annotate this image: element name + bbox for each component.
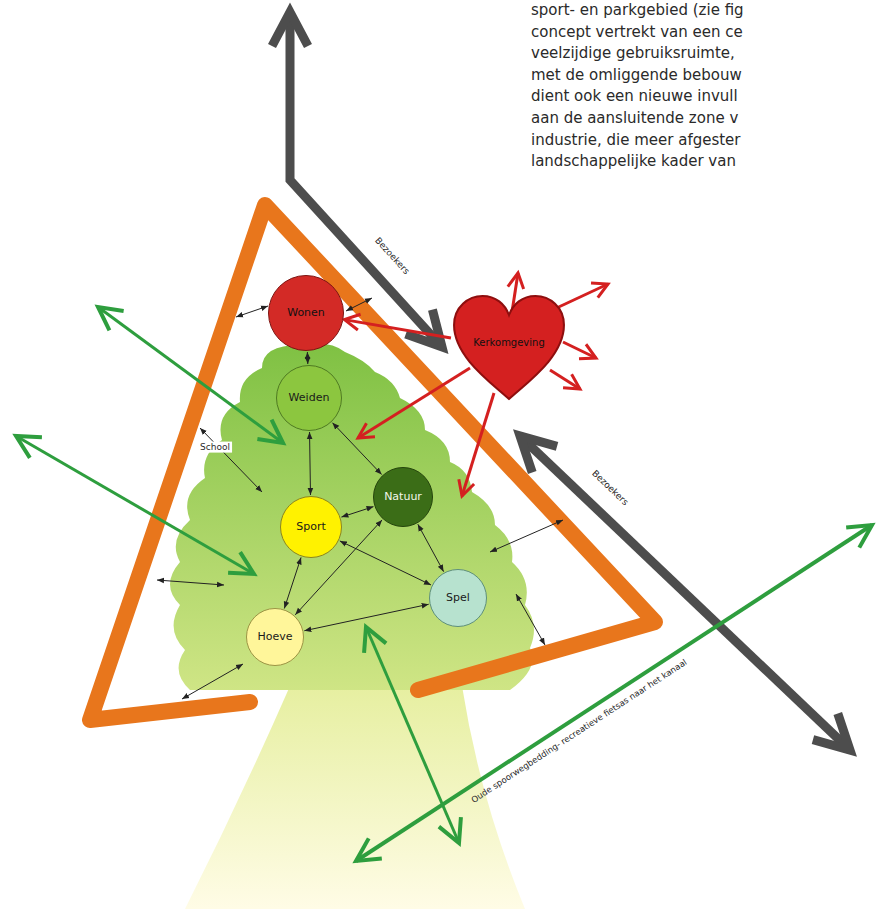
zone-name: Natuur — [384, 490, 422, 503]
green-link-arrow — [98, 307, 283, 443]
small-arrow — [346, 298, 372, 311]
flow-label: Bezoekers — [590, 468, 631, 508]
heart-shape: Kerkomgeving — [451, 293, 567, 403]
zone-name: Spel — [446, 591, 470, 604]
relation-arrow — [341, 507, 373, 517]
paragraph-line: concept vertrekt van een ce — [531, 23, 743, 41]
relation-arrow — [340, 541, 431, 585]
zone-label: School — [198, 442, 232, 453]
visitor-arrow — [520, 436, 850, 750]
paragraph-line: dient ook een nieuwe invull — [531, 87, 738, 105]
heart-path — [454, 296, 564, 399]
zone-circle: Hoeve — [246, 608, 304, 666]
green-link-arrow — [366, 627, 459, 843]
relation-arrow — [332, 423, 381, 475]
zone-circle: Sport — [280, 496, 342, 558]
zone-name: Hoeve — [257, 630, 292, 643]
relation-arrow — [307, 352, 308, 364]
church-arrow — [462, 393, 494, 496]
zone-name: Sport — [296, 520, 326, 533]
zone-name: Wonen — [287, 306, 325, 319]
paragraph-line: sport- en parkgebied (zie fig — [531, 1, 744, 19]
cycle-route-arrow — [356, 525, 872, 861]
flow-label: Bezoekers — [372, 235, 411, 276]
relation-arrow — [309, 432, 311, 495]
green-link-arrow — [16, 436, 254, 574]
church-arrow — [563, 342, 596, 358]
small-arrow — [182, 664, 243, 699]
small-arrow — [157, 580, 224, 585]
relation-arrow — [284, 557, 301, 608]
paragraph-line: veelzijdige gebruiksruimte, — [531, 44, 735, 62]
relation-arrow — [304, 604, 428, 630]
paragraph-line: industrie, die meer afgester — [531, 131, 741, 149]
tree-crown — [170, 344, 534, 690]
relation-arrow — [418, 524, 444, 571]
zone-circle: Spel — [429, 569, 487, 627]
route-label: Oude spoorwegbedding- recreatieve fietsa… — [469, 657, 688, 805]
small-arrow — [236, 306, 268, 317]
church-link — [344, 320, 451, 338]
paragraph-line: aan de aansluitende zone v — [531, 109, 738, 127]
paragraph-line: landschappelijke kader van — [531, 152, 736, 170]
church-arrow — [550, 370, 580, 389]
zone-circle: Weiden — [276, 365, 342, 431]
paragraph-line: met de omliggende bebouw — [531, 66, 742, 84]
zone-circle: Natuur — [373, 467, 433, 527]
small-arrow — [490, 520, 563, 552]
small-arrow — [516, 594, 545, 645]
zone-circle: Wonen — [268, 275, 344, 351]
church-arrow — [358, 368, 470, 438]
zone-name: Weiden — [289, 391, 330, 404]
small-arrow — [200, 428, 262, 492]
zone-name: Kerkomgeving — [473, 337, 545, 349]
